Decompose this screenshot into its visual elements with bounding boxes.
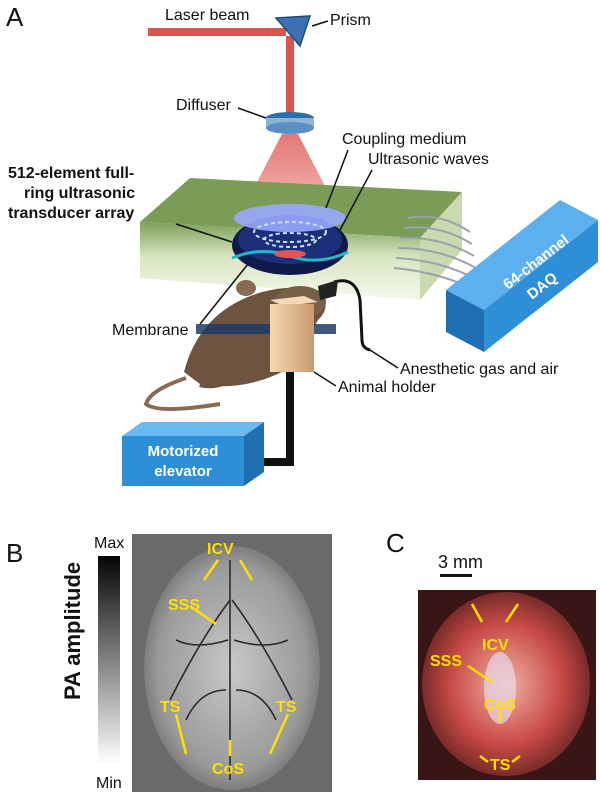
pa-vessels bbox=[169, 560, 293, 780]
pa-label-ts-right: TS bbox=[276, 699, 297, 716]
waves-arrow bbox=[339, 169, 373, 231]
pa-label-sss: SSS bbox=[168, 597, 200, 614]
panel-label-a: A bbox=[6, 2, 24, 32]
nose-cone bbox=[318, 280, 338, 300]
ultrasonic-wave-2 bbox=[263, 232, 317, 248]
transducer-label-2: ring ultrasonic bbox=[24, 185, 135, 202]
prism-icon bbox=[274, 15, 312, 48]
elevator-box-top bbox=[122, 422, 264, 436]
daq-box-front bbox=[446, 290, 484, 352]
prism-arrow bbox=[311, 20, 329, 27]
body-strap bbox=[196, 324, 336, 334]
laser-beam bbox=[148, 28, 286, 36]
colorbar-min: Min bbox=[96, 775, 122, 792]
prism-label: Prism bbox=[330, 12, 371, 29]
pa-label-icv: ICV bbox=[207, 541, 234, 558]
photo-label-sss: SSS bbox=[430, 653, 462, 670]
anesthetic-label: Anesthetic gas and air bbox=[400, 361, 559, 378]
photo-arrows bbox=[467, 603, 521, 763]
daq-box-side bbox=[484, 220, 598, 352]
transducer-arrow bbox=[175, 223, 233, 243]
coupling-medium bbox=[234, 204, 346, 232]
colorbar-label: PA amplitude bbox=[60, 562, 85, 700]
anesthetic-arrow bbox=[369, 349, 399, 369]
panel-label-c: C bbox=[386, 528, 405, 558]
illumination-spot bbox=[274, 250, 306, 258]
photo-label-ts: TS bbox=[490, 757, 511, 774]
coupling-medium-label: Coupling medium bbox=[342, 131, 467, 148]
elevator-label-1: Motorized bbox=[148, 443, 219, 460]
diffuser-arrow bbox=[237, 107, 267, 119]
ultrasonic-waves-label: Ultrasonic waves bbox=[368, 151, 489, 168]
holder-arrow bbox=[313, 371, 337, 387]
elevator-box bbox=[122, 436, 244, 486]
anesthetic-tube bbox=[333, 279, 371, 352]
colorbar bbox=[98, 556, 120, 764]
scale-bar-label: 3 mm bbox=[438, 552, 483, 572]
elevator-label-2: elevator bbox=[154, 463, 212, 480]
pa-label-ts-left: TS bbox=[160, 699, 181, 716]
laser-beam-label: Laser beam bbox=[165, 7, 250, 24]
transducer-label-1: 512-element full- bbox=[8, 165, 134, 182]
pa-label-cos: CoS bbox=[212, 761, 244, 778]
colorbar-max: Max bbox=[94, 535, 124, 552]
transducer-label-3: transducer array bbox=[8, 205, 134, 222]
panel-label-b: B bbox=[6, 538, 23, 568]
membrane-arrow bbox=[199, 263, 249, 325]
ultrasonic-wave-1 bbox=[253, 221, 327, 243]
photo-label-icv: ICV bbox=[482, 637, 509, 654]
animal-holder-label: Animal holder bbox=[338, 379, 437, 396]
pa-arrows bbox=[174, 559, 290, 756]
pa-image bbox=[144, 546, 320, 790]
coupling-arrow bbox=[325, 149, 349, 209]
laser-beam-vertical bbox=[286, 36, 294, 114]
holder-post bbox=[286, 372, 294, 462]
photo-label-cos: CoS bbox=[484, 697, 516, 714]
animal-holder bbox=[270, 304, 314, 372]
membrane-label: Membrane bbox=[112, 322, 189, 339]
scale-bar bbox=[440, 574, 472, 577]
daq-box-top bbox=[446, 200, 598, 310]
diffuser-label: Diffuser bbox=[176, 97, 232, 114]
